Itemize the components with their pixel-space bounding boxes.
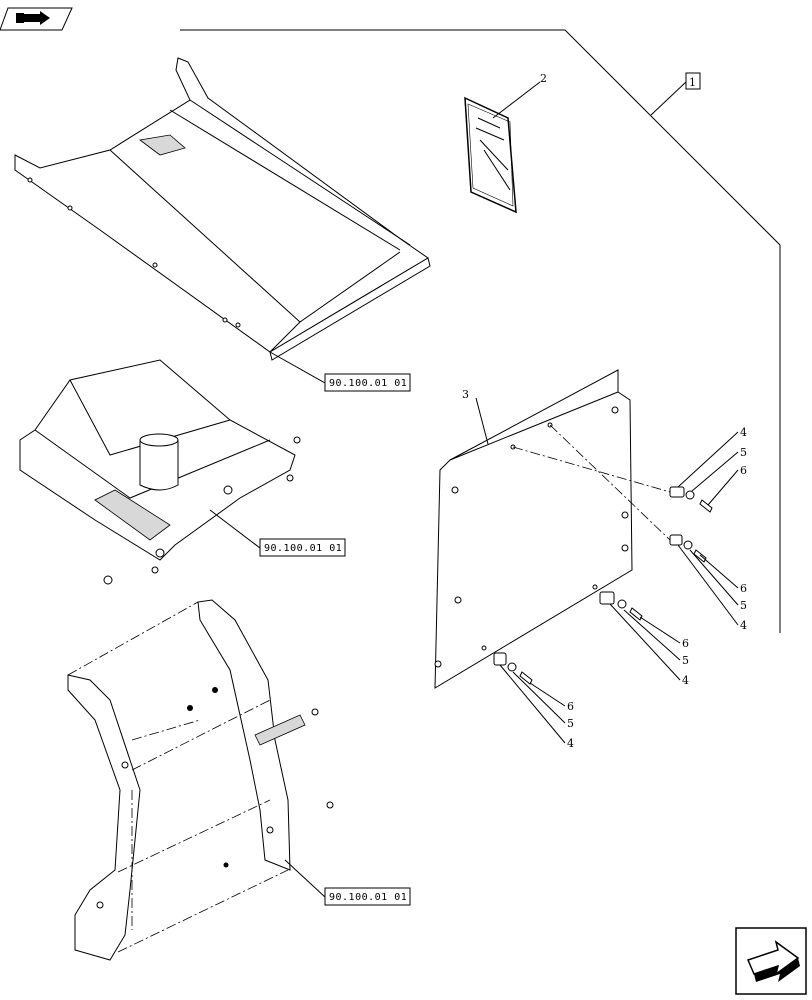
callout-6b: 6 xyxy=(740,582,747,595)
reference-label-3: 90.100.01 01 xyxy=(329,892,407,903)
callout-4d: 4 xyxy=(567,737,574,750)
callout-4b: 4 xyxy=(740,619,747,632)
callout-4a: 4 xyxy=(740,426,747,439)
fastener-sets xyxy=(493,424,739,744)
reference-box-3[interactable]: 90.100.01 01 xyxy=(324,887,411,906)
callout-5b: 5 xyxy=(740,599,747,612)
callout-1: 1 xyxy=(689,76,696,89)
callout-6d: 6 xyxy=(567,700,574,713)
next-page-arrow-icon[interactable] xyxy=(735,927,807,995)
callout-2: 2 xyxy=(540,72,547,85)
callout-5c: 5 xyxy=(682,654,689,667)
reference-box-1[interactable]: 90.100.01 01 xyxy=(324,373,411,392)
part-3-panel: 3 xyxy=(434,369,633,689)
reference-label-2: 90.100.01 01 xyxy=(264,543,342,554)
reference-label-1: 90.100.01 01 xyxy=(329,378,407,389)
book-arrow-icon[interactable] xyxy=(0,7,73,31)
reference-box-2[interactable]: 90.100.01 01 xyxy=(259,538,346,557)
callout-5a: 5 xyxy=(740,446,747,459)
callout-4c: 4 xyxy=(682,674,689,687)
fastener-callouts: 4 5 6 6 5 4 6 5 4 6 5 4 xyxy=(567,426,747,750)
part-console-cover xyxy=(19,359,301,585)
callout-5d: 5 xyxy=(567,717,574,730)
item-1-leader: 1 xyxy=(180,29,781,633)
part-floor-tray xyxy=(14,57,431,384)
part-side-panel xyxy=(67,599,334,961)
callout-3: 3 xyxy=(462,388,469,401)
part-2-card: 2 xyxy=(464,72,547,214)
callout-6a: 6 xyxy=(740,464,747,477)
callout-6c: 6 xyxy=(682,637,689,650)
